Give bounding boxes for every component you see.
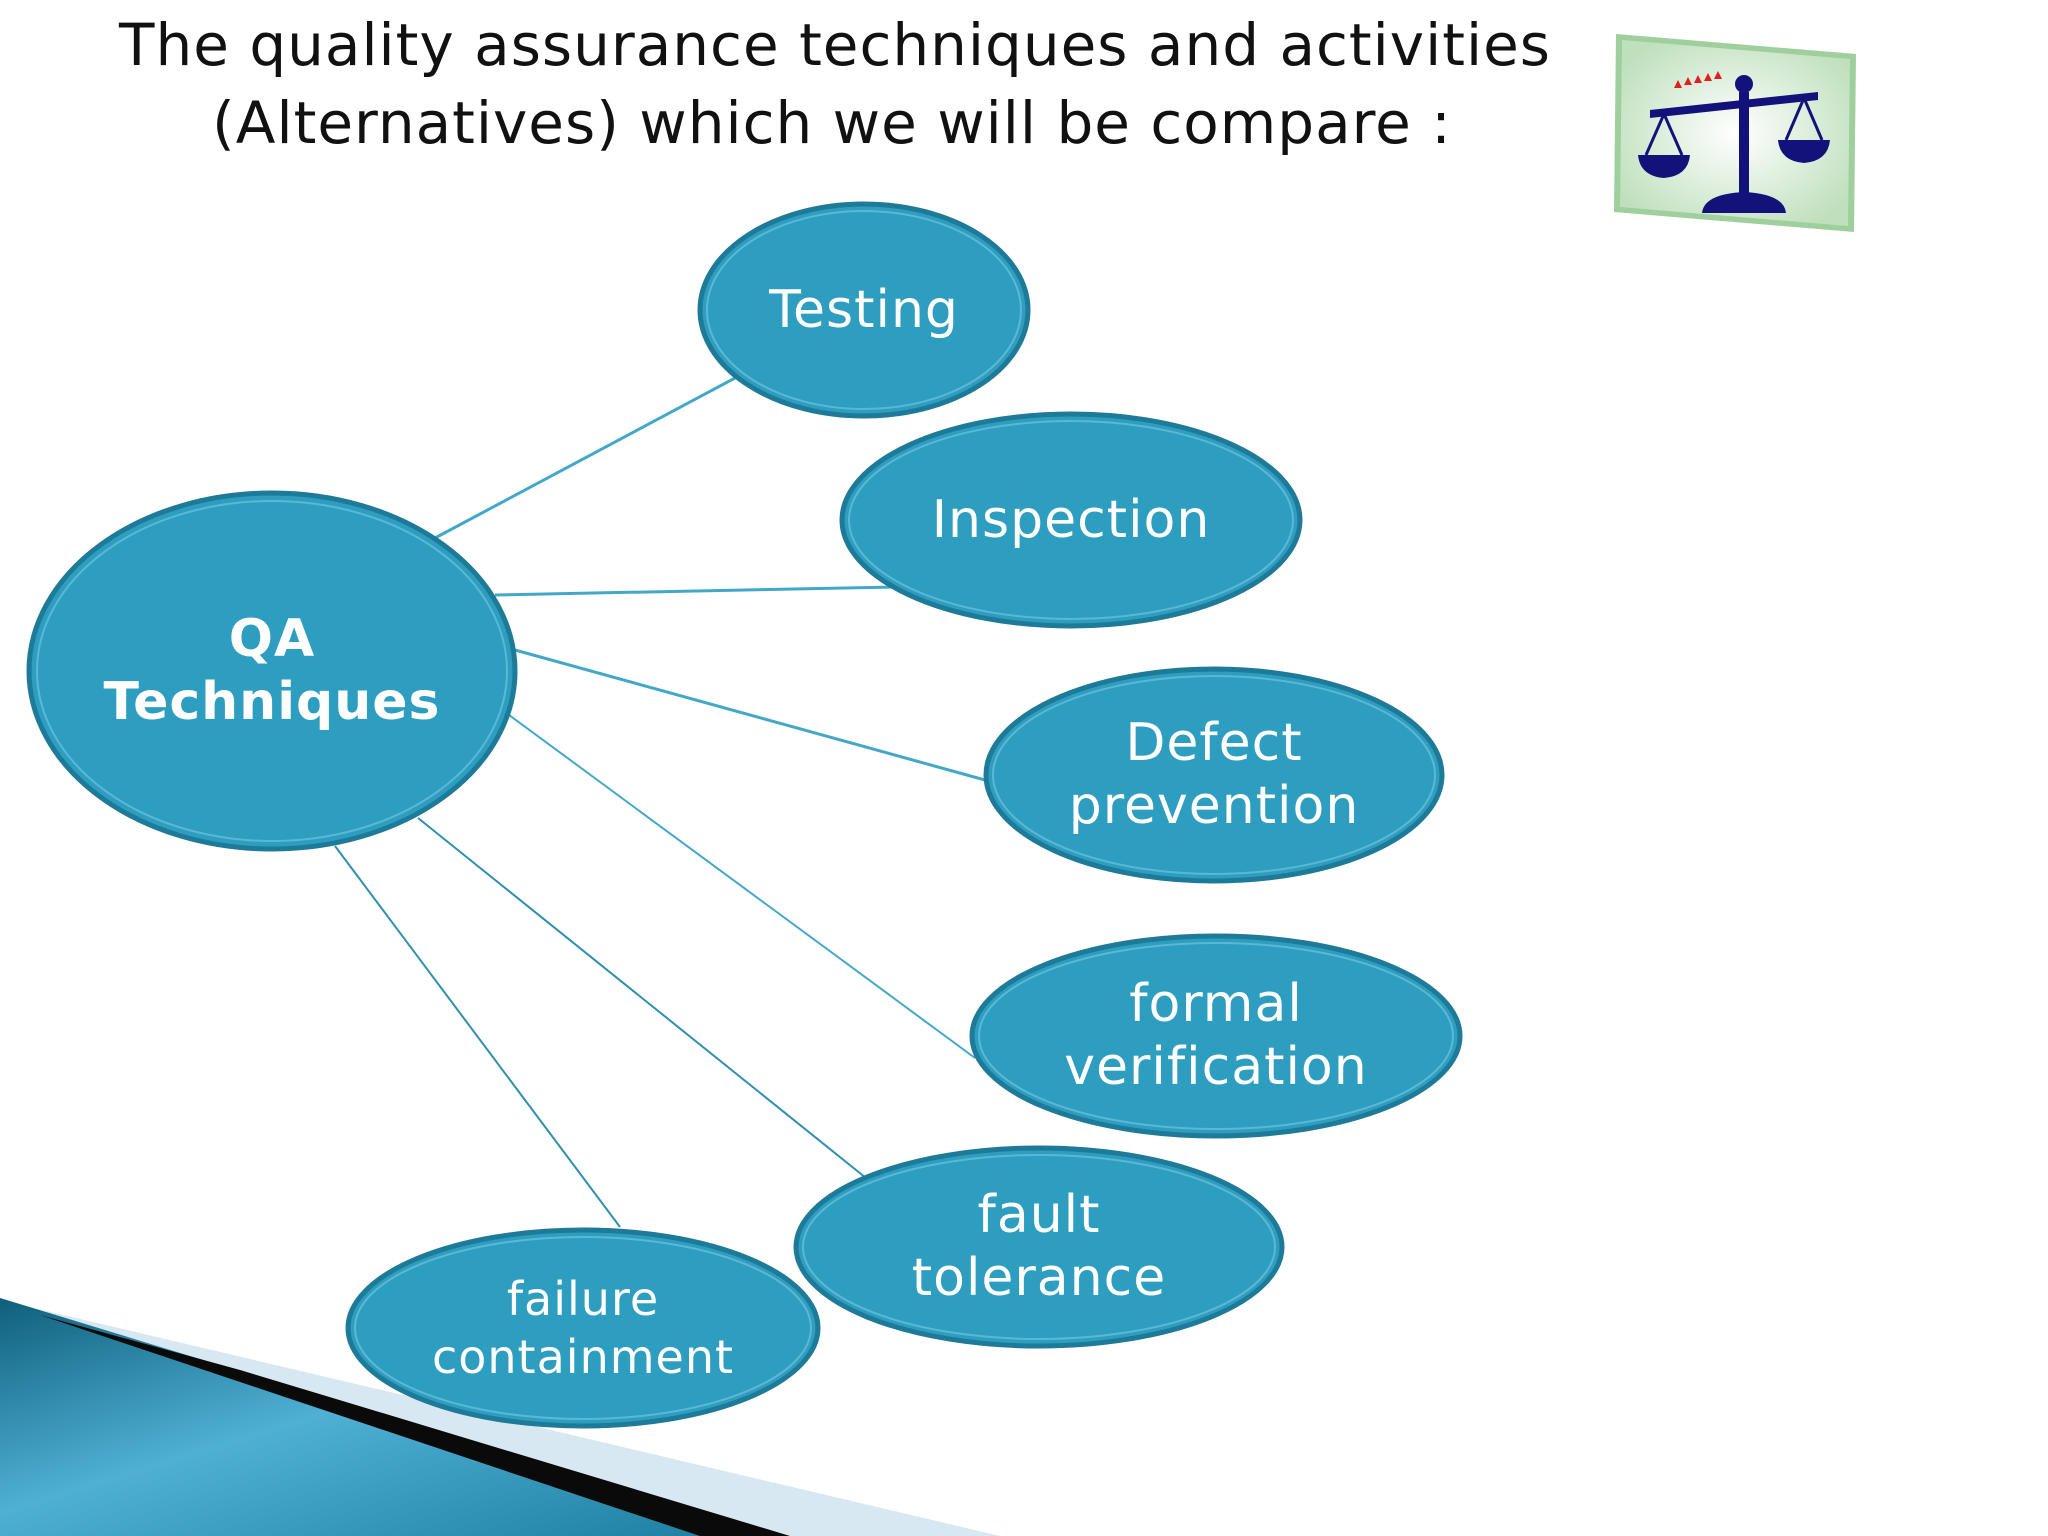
node-qa-techniques-line-2: Techniques (103, 672, 441, 732)
connector-fault-tolerance (417, 817, 867, 1179)
node-qa-techniques-line-1: QA (228, 609, 316, 669)
node-formal-verification-shape (969, 933, 1463, 1139)
node-testing-shape (697, 201, 1031, 419)
node-fault-tolerance-line-2: tolerance (911, 1248, 1167, 1308)
slide-title: The quality assurance techniques and act… (95, 6, 1575, 162)
node-testing-label: Testing (696, 200, 1032, 420)
connector-inspection (494, 585, 896, 597)
node-formal-verification-line-2: verification (1064, 1037, 1368, 1097)
node-fault-tolerance-line-1: fault (977, 1185, 1101, 1245)
node-defect-prevention-line-2: prevention (1068, 776, 1360, 836)
title-line-2: (Alternatives) which we will be compare … (212, 89, 1452, 157)
node-failure-containment-label: failure containment (344, 1226, 822, 1430)
connector-testing (434, 376, 736, 540)
node-defect-prevention-shape (983, 666, 1445, 884)
node-failure-containment-line-1: failure (506, 1272, 660, 1326)
node-inspection-shape (839, 411, 1303, 629)
wedge-black-band (40, 1315, 790, 1536)
node-defect-prevention-line-1: Defect (1125, 713, 1303, 773)
node-qa-techniques-shape (26, 490, 518, 852)
node-testing-line-1: Testing (769, 279, 959, 340)
node-inspection: Inspection (838, 410, 1304, 630)
balance-scale-icon (1614, 34, 1856, 232)
connector-failure-containment (334, 845, 621, 1228)
node-failure-containment: failure containment (344, 1226, 822, 1430)
node-fault-tolerance: fault tolerance (792, 1144, 1286, 1350)
connector-formal-verification (504, 711, 976, 1059)
node-fault-tolerance-label: fault tolerance (792, 1144, 1286, 1350)
node-testing: Testing (696, 200, 1032, 420)
node-defect-prevention: Defect prevention (982, 665, 1446, 885)
title-line-1: The quality assurance techniques and act… (119, 11, 1551, 79)
connector-defect-prevention (514, 648, 986, 782)
logo-scale (1638, 75, 1830, 213)
node-formal-verification-label: formal verification (968, 932, 1464, 1140)
node-failure-containment-line-2: containment (431, 1330, 735, 1384)
node-formal-verification-line-1: formal (1129, 974, 1303, 1034)
node-inspection-line-1: Inspection (931, 489, 1211, 550)
node-formal-verification: formal verification (968, 932, 1464, 1140)
node-qa-techniques-label: QA Techniques (24, 488, 520, 854)
node-fault-tolerance-shape (793, 1145, 1285, 1349)
node-defect-prevention-label: Defect prevention (982, 665, 1446, 885)
node-qa-techniques: QA Techniques (24, 488, 520, 854)
logo-red-marks (1674, 71, 1722, 88)
node-failure-containment-shape (345, 1227, 821, 1429)
node-inspection-label: Inspection (838, 410, 1304, 630)
